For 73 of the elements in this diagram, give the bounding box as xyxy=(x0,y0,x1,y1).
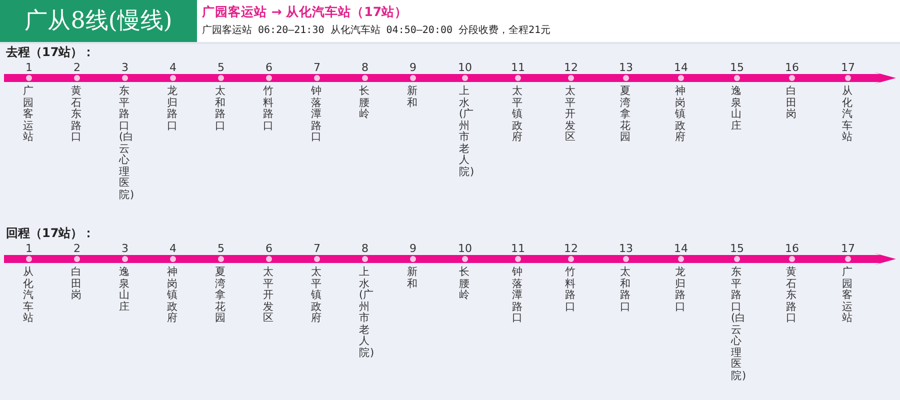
stop-name: 东平路口(白云心理医院) xyxy=(119,86,135,201)
stop-number: 1 xyxy=(24,61,34,74)
direction-heading: 回程（17站）： xyxy=(6,225,95,242)
stop-number: 4 xyxy=(168,242,178,255)
stop-name: 黄石东路口 xyxy=(71,86,83,144)
stop-name: 钟落潭路口 xyxy=(512,267,524,324)
stop-number: 8 xyxy=(360,61,370,74)
stop-number: 2 xyxy=(72,242,82,255)
stop-number: 6 xyxy=(264,61,274,74)
route-schedule: 广园客运站 06:20—21:30 从化汽车站 04:50—20:00 分段收费，全程21元 xyxy=(202,24,551,37)
stop-name: 太平镇政府 xyxy=(512,86,524,144)
stop-number: 3 xyxy=(120,61,130,74)
stop-name: 从化汽车站 xyxy=(842,86,854,144)
stop-number: 9 xyxy=(408,61,418,74)
stop-number: 9 xyxy=(408,242,418,255)
stop-name: 白田岗 xyxy=(786,86,798,120)
stop-number: 16 xyxy=(784,242,800,255)
stop-number: 14 xyxy=(673,61,689,74)
stop-number: 17 xyxy=(840,242,856,255)
stop-name: 逸泉山庄 xyxy=(731,86,743,132)
stop-name: 神岗镇政府 xyxy=(167,267,179,324)
route-heading: 广园客运站 → 从化汽车站（17站） xyxy=(202,4,408,21)
stop-number: 6 xyxy=(264,242,274,255)
stop-name: 东平路口(白云心理医院) xyxy=(731,267,747,382)
stop-number: 12 xyxy=(563,242,579,255)
stop-name: 龙归路口 xyxy=(167,86,179,132)
stop-name: 太和路口 xyxy=(215,86,227,132)
stop-name: 长腰岭 xyxy=(459,267,471,302)
stop-number: 5 xyxy=(216,61,226,74)
stop-name: 太平开发区 xyxy=(263,267,275,324)
stop-name: 新和 xyxy=(407,267,419,290)
stop-number: 7 xyxy=(312,242,322,255)
stop-number: 5 xyxy=(216,242,226,255)
stop-number: 8 xyxy=(360,242,370,255)
stop-name: 上水(广州市老人院) xyxy=(359,267,375,359)
stop-number: 12 xyxy=(563,61,579,74)
direction-heading: 去程（17站）： xyxy=(6,44,95,61)
stop-number: 15 xyxy=(729,61,745,74)
stop-name: 黄石东路口 xyxy=(786,267,798,324)
stop-name: 长腰岭 xyxy=(359,86,371,120)
stop-name: 白田岗 xyxy=(71,267,83,302)
stop-number: 16 xyxy=(784,61,800,74)
stop-number: 14 xyxy=(673,242,689,255)
stop-name: 新和 xyxy=(407,86,419,109)
stop-number: 10 xyxy=(457,61,473,74)
stop-number: 11 xyxy=(510,242,526,255)
stop-number: 10 xyxy=(457,242,473,255)
stop-name: 龙归路口 xyxy=(675,267,687,313)
stop-name: 上水(广州市老人院) xyxy=(459,86,475,178)
stop-number: 1 xyxy=(24,242,34,255)
stop-number: 4 xyxy=(168,61,178,74)
stop-name: 太平开发区 xyxy=(565,86,577,144)
stop-name: 钟落潭路口 xyxy=(311,86,323,144)
stop-number: 11 xyxy=(510,61,526,74)
stop-name: 广园客运站 xyxy=(842,267,854,324)
route-title: 广从8线(慢线) xyxy=(0,0,197,42)
stop-name: 夏湾拿花园 xyxy=(215,267,227,324)
stop-name: 竹料路口 xyxy=(263,86,275,132)
stop-name: 从化汽车站 xyxy=(23,267,35,324)
stop-number: 2 xyxy=(72,61,82,74)
stop-name: 竹料路口 xyxy=(565,267,577,313)
stop-number: 7 xyxy=(312,61,322,74)
stop-number: 3 xyxy=(120,242,130,255)
stop-number: 15 xyxy=(729,242,745,255)
stop-number: 13 xyxy=(618,61,634,74)
stop-name: 广园客运站 xyxy=(23,86,35,144)
stop-name: 夏湾拿花园 xyxy=(620,86,632,144)
stop-number: 13 xyxy=(618,242,634,255)
stop-name: 太和路口 xyxy=(620,267,632,313)
stop-name: 逸泉山庄 xyxy=(119,267,131,313)
stop-name: 神岗镇政府 xyxy=(675,86,687,144)
stop-name: 太平镇政府 xyxy=(311,267,323,324)
stop-number: 17 xyxy=(840,61,856,74)
